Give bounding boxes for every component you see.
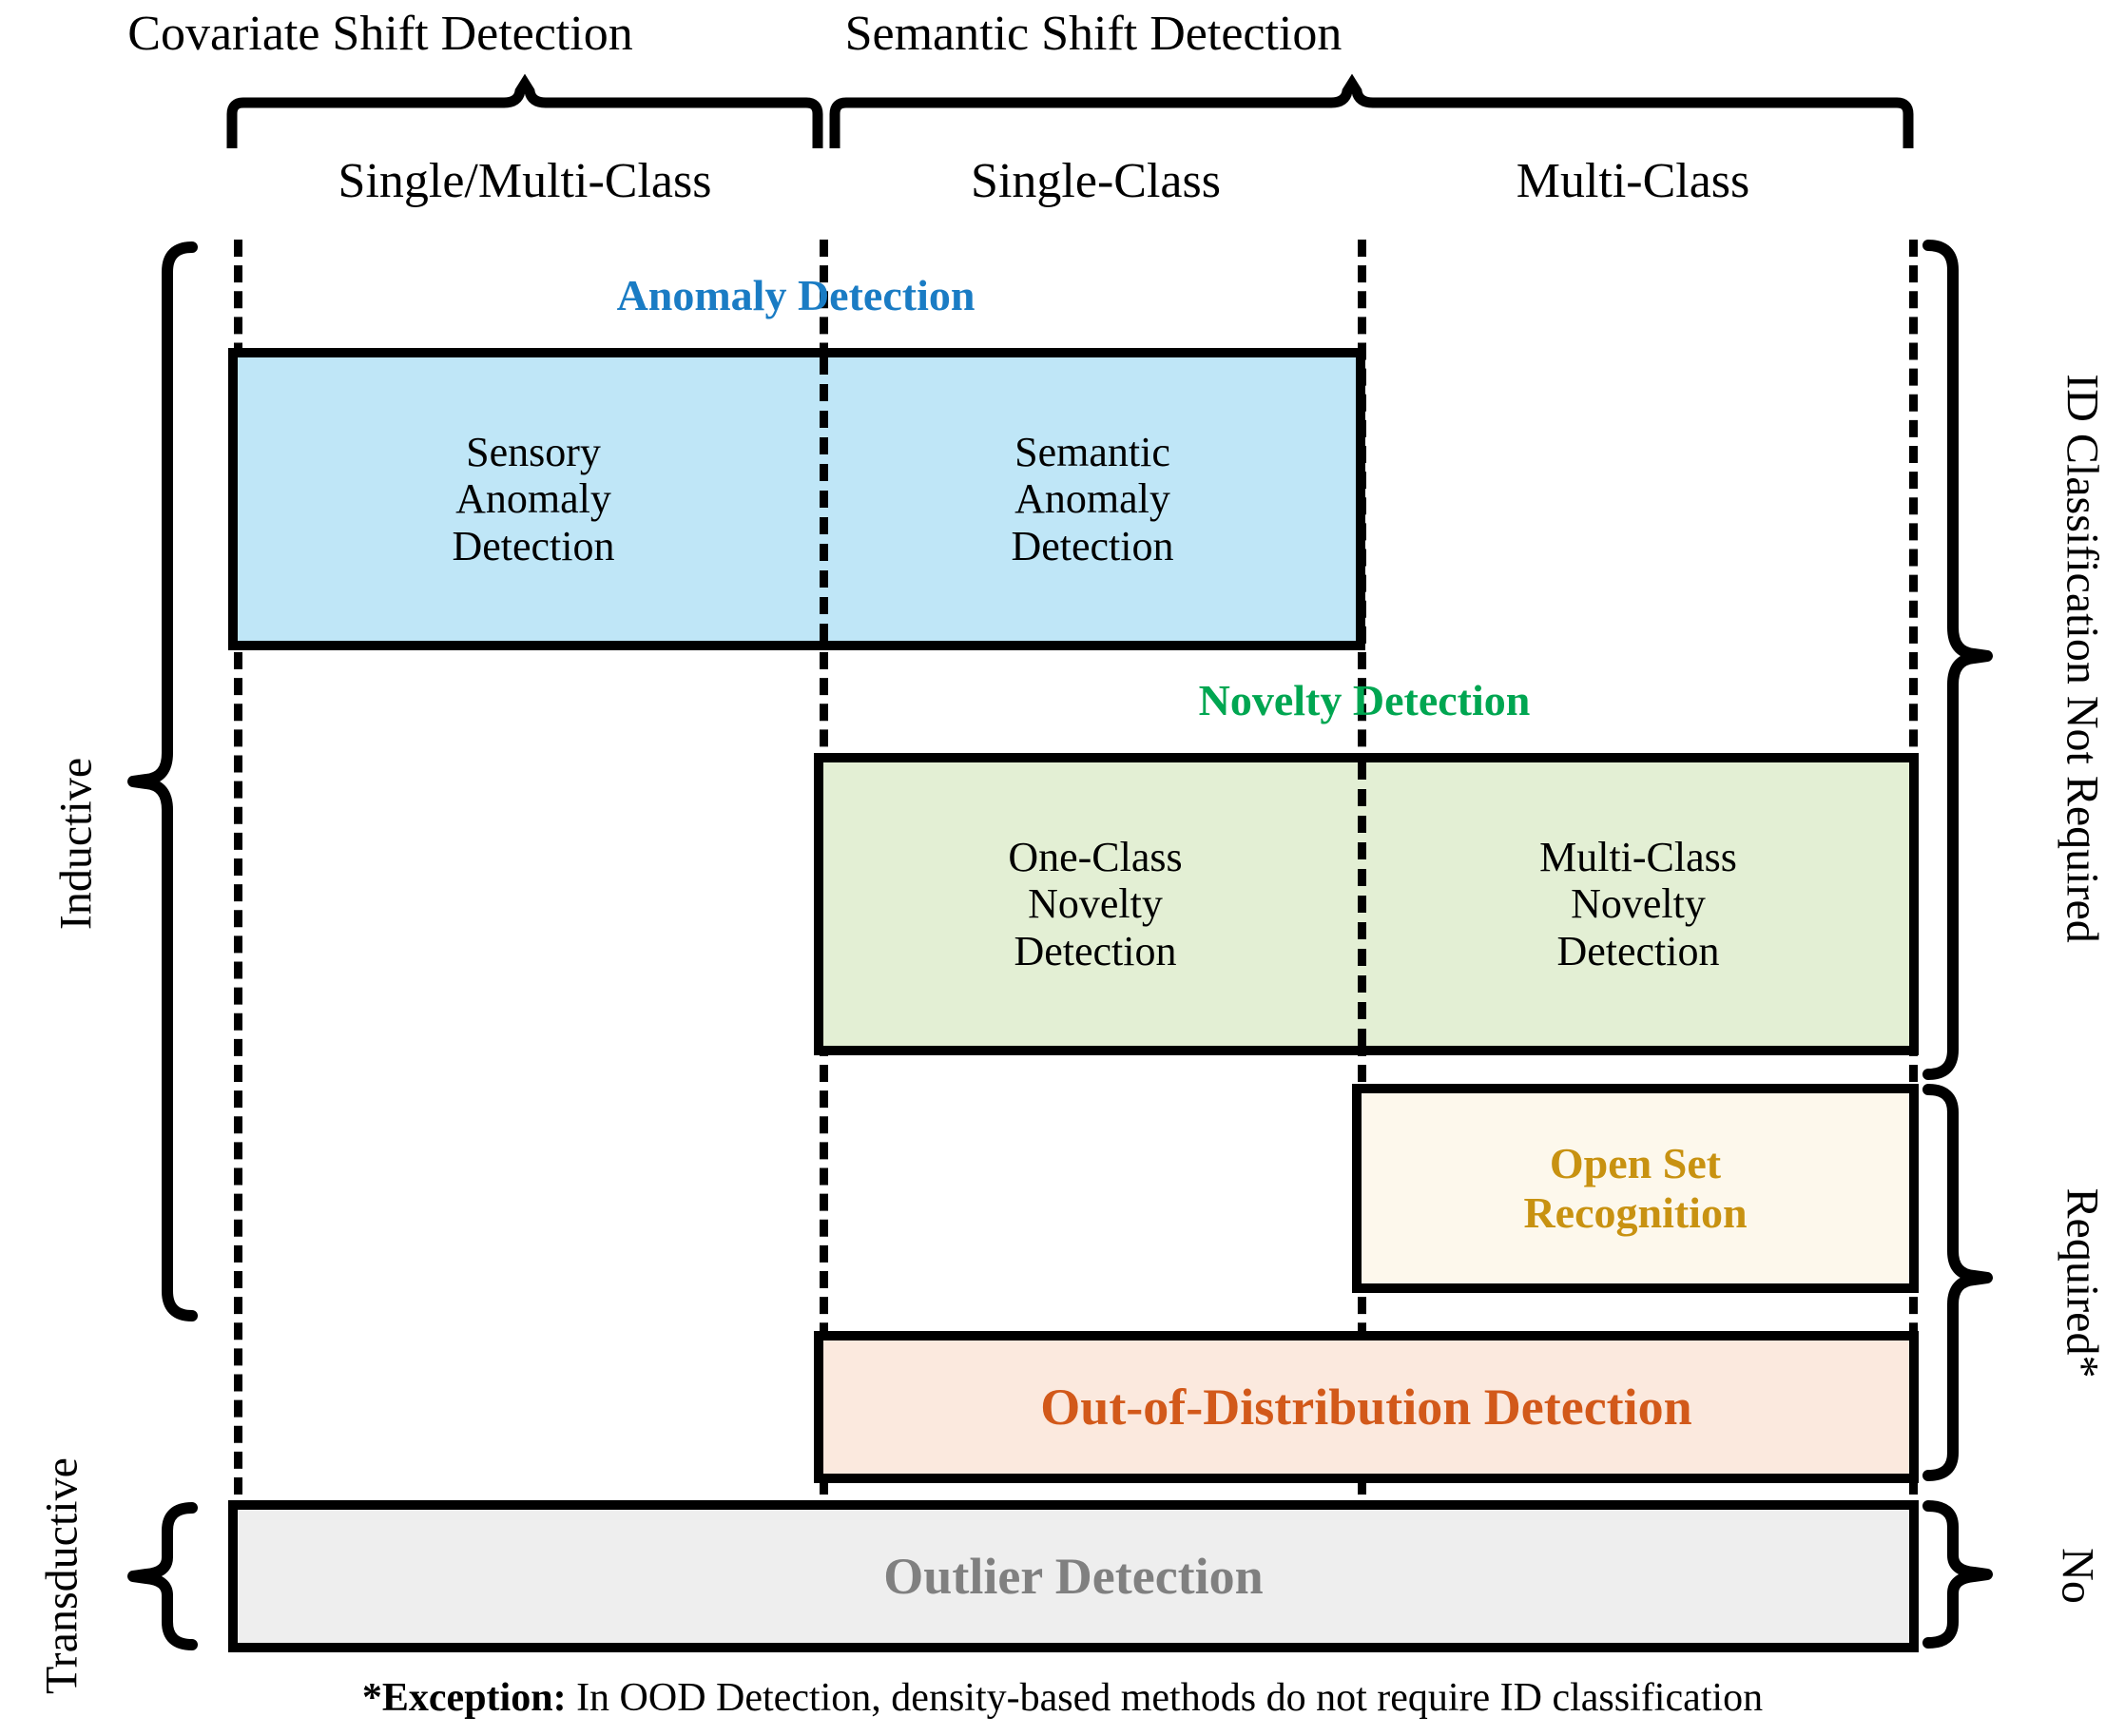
column-header-single-class: Single-Class <box>971 154 1221 208</box>
cell-sensory-anomaly-detection-label: Sensory Anomaly Detection <box>452 429 615 569</box>
ood-detection-label: Out-of-Distribution Detection <box>1040 1378 1692 1436</box>
cell-multi-class-novelty-detection[interactable]: Multi-Class Novelty Detection <box>1367 762 1909 1046</box>
outlier-detection-box[interactable]: Outlier Detection <box>228 1500 1919 1652</box>
footnote-text: In OOD Detection, density-based methods … <box>566 1676 1764 1720</box>
cell-one-class-novelty-detection-label: One-Class Novelty Detection <box>1008 834 1183 974</box>
open-set-recognition-box[interactable]: Open Set Recognition <box>1352 1084 1919 1293</box>
footnote-marker: *Exception: <box>361 1676 567 1720</box>
group-title-semantic-shift: Semantic Shift Detection <box>844 7 1343 61</box>
footnote: *Exception: In OOD Detection, density-ba… <box>0 1675 2125 1721</box>
column-guide-left <box>234 240 242 1495</box>
left-brace-transductive <box>127 1502 198 1650</box>
cell-multi-class-novelty-detection-label: Multi-Class Novelty Detection <box>1539 834 1737 974</box>
right-label-not-required-wrap: ID Classification Not Required <box>1683 374 2125 943</box>
right-label-required-wrap: Required* <box>1883 1188 2125 1379</box>
category-title-novelty-detection: Novelty Detection <box>1198 676 1531 724</box>
anomaly-cell-divider <box>820 357 828 641</box>
right-brace-not-required <box>1922 240 1993 1080</box>
outlier-detection-label: Outlier Detection <box>883 1547 1264 1605</box>
right-label-no-wrap: No <box>1878 1548 2125 1607</box>
cell-semantic-anomaly-detection-label: Semantic Anomaly Detection <box>1011 429 1174 569</box>
column-header-multi-class: Multi-Class <box>1516 154 1750 208</box>
right-brace-required <box>1922 1084 1993 1481</box>
cell-sensory-anomaly-detection[interactable]: Sensory Anomaly Detection <box>238 357 829 641</box>
column-header-single-multi-class: Single/Multi-Class <box>338 154 712 208</box>
open-set-recognition-label: Open Set Recognition <box>1523 1139 1748 1237</box>
left-label-transductive-wrap: Transductive <box>0 1457 261 1694</box>
ood-detection-box[interactable]: Out-of-Distribution Detection <box>814 1331 1919 1483</box>
group-title-covariate-shift: Covariate Shift Detection <box>127 7 633 61</box>
novelty-detection-box[interactable]: One-Class Novelty Detection Multi-Class … <box>814 753 1919 1055</box>
cell-one-class-novelty-detection[interactable]: One-Class Novelty Detection <box>823 762 1367 1046</box>
novelty-cell-divider <box>1358 762 1366 1046</box>
top-brace <box>226 73 1914 148</box>
left-brace-inductive <box>127 241 198 1321</box>
left-label-inductive: Inductive <box>50 757 102 931</box>
anomaly-detection-box[interactable]: Sensory Anomaly Detection Semantic Anoma… <box>228 348 1365 650</box>
right-brace-no <box>1922 1500 1993 1649</box>
left-label-inductive-wrap: Inductive <box>0 758 276 930</box>
right-label-id-classification-not-required: ID Classification Not Required <box>2057 374 2108 943</box>
cell-semantic-anomaly-detection[interactable]: Semantic Anomaly Detection <box>829 357 1356 641</box>
category-title-anomaly-detection: Anomaly Detection <box>616 271 976 319</box>
